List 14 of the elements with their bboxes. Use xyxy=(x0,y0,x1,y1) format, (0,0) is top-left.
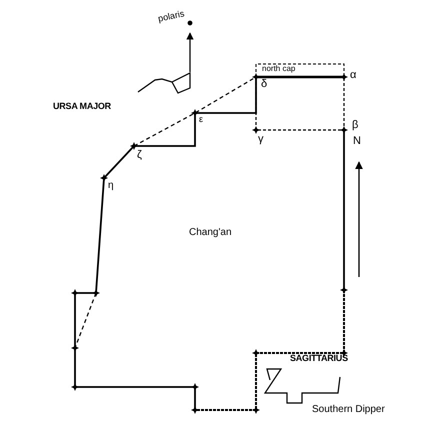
star-label: δ xyxy=(261,79,268,90)
constellation-label: Southern Dipper xyxy=(312,405,385,415)
star-label: α xyxy=(350,70,356,81)
region-label: north cap xyxy=(262,65,296,73)
star-label: ε xyxy=(199,115,204,124)
constellation-label: URSA MAJOR xyxy=(53,102,111,111)
star-label: η xyxy=(108,181,114,191)
constellation-label: SAGITTARIUS xyxy=(290,354,348,363)
city-label: Chang'an xyxy=(189,228,232,238)
compass-label: N xyxy=(353,136,361,147)
star-label: polaris xyxy=(157,9,186,24)
star-label: β xyxy=(352,120,358,131)
star-label: γ xyxy=(258,134,264,145)
star-label: ζ xyxy=(137,150,142,161)
